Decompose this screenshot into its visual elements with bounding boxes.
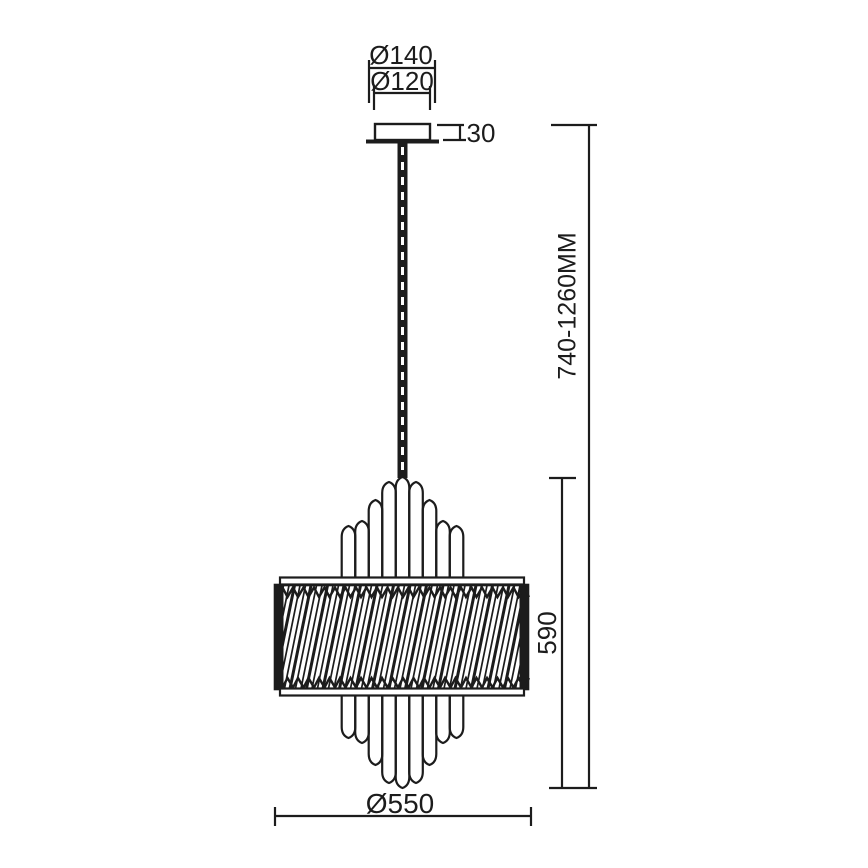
canopy-inner-diameter-label: Ø120 <box>370 66 434 96</box>
overall-height-label: 740-1260MM <box>553 232 582 380</box>
drum-group <box>273 583 531 691</box>
upper-crystals-group <box>340 475 465 583</box>
canopy-group <box>366 122 439 144</box>
lower-crystals-group <box>340 692 465 790</box>
chain-group <box>397 142 408 478</box>
frame-bands-group <box>278 576 526 697</box>
body-height-label: 590 <box>532 611 562 655</box>
dimension-lines-group <box>273 60 597 826</box>
canopy-outer-diameter-label: Ø140 <box>369 40 433 70</box>
body-diameter-label: Ø550 <box>365 788 435 819</box>
canopy-height-label: 30 <box>466 118 496 148</box>
